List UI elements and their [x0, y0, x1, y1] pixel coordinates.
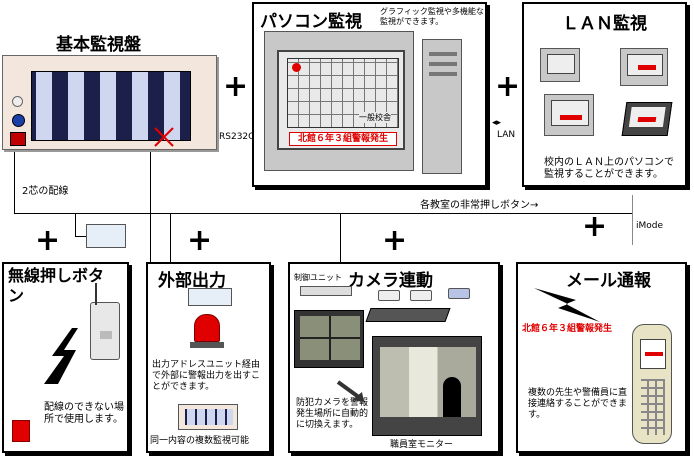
lan-alarm-icon — [560, 115, 582, 120]
lan-monitor-desc: 校内のＬＡＮ上のパソコンで監視することができます。 — [544, 157, 674, 180]
sub-panel-grid — [185, 409, 233, 425]
multi-view-monitor — [294, 310, 364, 368]
imode-label: iMode — [636, 221, 664, 231]
pc-drive-slot — [429, 72, 457, 76]
plus-sign: + — [382, 223, 408, 258]
wireless-transmitter — [90, 283, 120, 360]
wire-to-external-out — [170, 213, 171, 303]
lan-laptop-screen — [628, 107, 666, 127]
wire-to-wireless — [75, 213, 76, 237]
plus-sign: + — [495, 69, 521, 104]
mail-alarm-text: 北館６年３組警報発生 — [522, 324, 613, 334]
lan-pc-screen — [547, 54, 575, 74]
transmitter-button — [100, 331, 112, 339]
lan-label: LAN — [497, 130, 516, 140]
pc-alarm-marker-icon — [292, 63, 301, 72]
wire-main-horizontal — [14, 213, 632, 214]
wire-to-camera — [340, 213, 341, 269]
pc-screen-building-label: 一般校舎 — [359, 112, 391, 123]
phone-screen — [640, 339, 666, 369]
plus-sign: + — [223, 69, 249, 104]
pc-monitor-desc: グラフィック監視や多機能な監視ができます。 — [380, 7, 484, 26]
plus-sign: + — [187, 223, 213, 258]
lightning-bolt-icon — [534, 288, 600, 322]
panel-lamp-blue — [12, 114, 25, 127]
wireless-button-box: 無線押しボタン 配線のできない場所で使用します。 — [2, 262, 129, 453]
lan-pc-screen — [627, 54, 663, 76]
lan-alarm-icon — [637, 117, 657, 122]
external-output-desc: 出力アドレスユニット経由で外部に警報出力を出すことができます。 — [152, 360, 261, 392]
mail-report-desc: 複数の先生や警備員に直接連絡することができます。 — [528, 388, 628, 420]
panel-alarm-cross-icon — [154, 127, 174, 147]
wireless-push-button — [12, 420, 30, 442]
lan-monitor-box: ＬＡＮ監視 校内のＬＡＮ上のパソコンで監視することができます。 — [522, 2, 687, 187]
lan-alarm-icon — [638, 65, 656, 70]
pc-alarm-band: 北館６年３組警報発生 — [289, 132, 397, 146]
phone-alarm-icon — [645, 352, 663, 356]
plus-sign: + — [35, 223, 61, 258]
pc-drive-slot — [429, 52, 457, 56]
arrow-icon — [336, 380, 364, 402]
multi-view-screen — [300, 316, 360, 360]
wireless-button-title-text: 無線押しボタン — [8, 266, 105, 305]
pc-monitor-box: パソコン監視 グラフィック監視や多機能な監視ができます。 一般校舎 北館６年３組… — [252, 2, 487, 187]
sub-monitor-panel — [178, 404, 238, 430]
camera-icon — [448, 288, 470, 299]
camera-link-desc: 防犯カメラを警報発生場所に自動的に切換えます。 — [296, 398, 369, 430]
wireless-button-title: 無線押しボタン — [8, 266, 118, 306]
mail-report-box: メール通報 北館６年３組警報発生 複数の先生や警備員に直接連絡することができます… — [516, 262, 687, 453]
camera-icon — [410, 290, 432, 301]
rs232c-label: RS232C — [219, 132, 255, 142]
wireless-button-desc: 配線のできない場所で使用します。 — [44, 402, 124, 425]
pc-drive-slot — [429, 62, 457, 66]
lan-pc-3 — [544, 94, 594, 136]
main-monitor-panel — [2, 55, 217, 150]
wire-imode — [632, 195, 633, 245]
external-output-title: 外部出力 — [158, 271, 226, 291]
phone-keypad — [641, 379, 665, 435]
panel-lamp-white — [12, 96, 23, 107]
camera-link-box: カメラ連動 制御ユニット 防犯カメラを警報発生場所に自動的に切換えます。 職員室… — [288, 262, 500, 453]
panel-indicator-grid — [31, 71, 191, 141]
mail-report-title: メール通報 — [566, 271, 651, 291]
sub-panel-label: 同一内容の複数監視可能 — [150, 436, 250, 446]
wireless-receiver-unit — [86, 224, 126, 248]
pc-tower — [422, 39, 462, 174]
pc-crt-monitor: 一般校舎 北館６年３組警報発生 — [264, 31, 414, 171]
camera-icon — [378, 290, 400, 301]
panel-button-red — [10, 132, 26, 146]
camera-switcher — [365, 308, 451, 322]
warning-lamp-icon — [194, 314, 220, 342]
lan-monitor-title: ＬＡＮ監視 — [562, 14, 647, 34]
lightning-bolt-icon — [44, 328, 78, 384]
lan-pc-1 — [540, 48, 580, 82]
lan-pc-2 — [620, 48, 668, 86]
staff-room-monitor — [372, 336, 482, 436]
wire-main-drop — [14, 150, 15, 214]
plus-sign: + — [582, 209, 608, 244]
control-unit-device — [300, 286, 352, 296]
emergency-button-note: 各教室の非常押しボタン→ — [420, 200, 539, 211]
wire-to-wireless-h — [75, 236, 87, 237]
control-unit-label: 制御ユニット — [294, 273, 342, 282]
staff-room-monitor-label: 職員室モニター — [390, 440, 454, 450]
lan-pc-screen — [551, 100, 589, 126]
warning-lamp-base — [190, 342, 224, 348]
output-address-unit — [188, 288, 232, 306]
mobile-phone-icon — [632, 324, 672, 444]
pc-monitor-title: パソコン監視 — [260, 12, 362, 32]
pc-crt-screen: 一般校舎 北館６年３組警報発生 — [277, 50, 405, 150]
staff-room-screen — [380, 347, 476, 417]
intruder-silhouette-icon — [443, 377, 461, 417]
external-output-box: 外部出力 出力アドレスユニット経由で外部に警報出力を出すことができます。 同一内… — [146, 262, 271, 453]
lan-arrow-label: ◂▸ — [492, 118, 502, 128]
wiring-label: 2芯の配線 — [22, 186, 69, 197]
main-panel-title: 基本監視盤 — [56, 35, 141, 55]
lan-laptop — [621, 102, 673, 136]
camera-link-title: カメラ連動 — [348, 271, 433, 291]
antenna-icon — [95, 283, 97, 305]
